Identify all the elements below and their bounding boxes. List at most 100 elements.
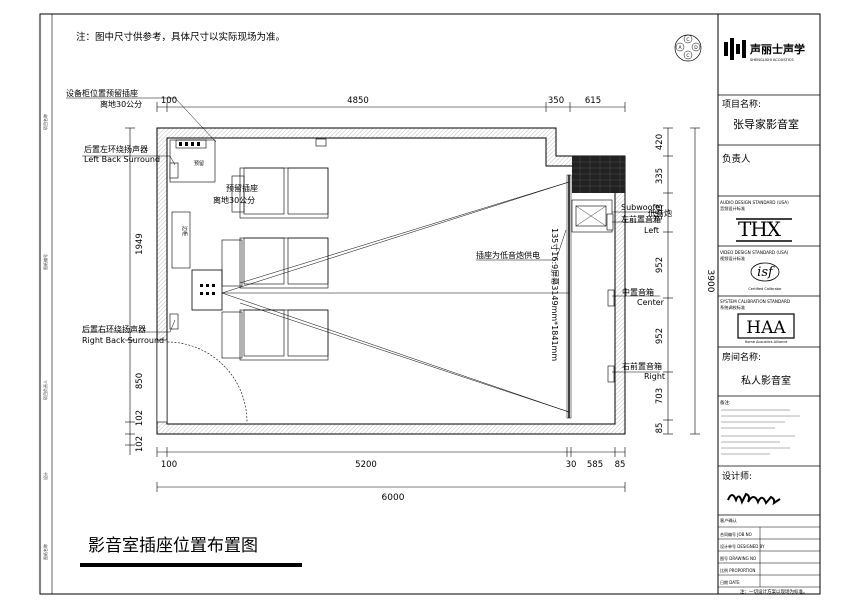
front-left-en: Left xyxy=(644,226,659,235)
room-label: 房间名称: xyxy=(722,351,761,363)
front-right-cn: 右前置音箱 xyxy=(622,361,662,371)
wall-socket xyxy=(315,138,327,147)
video-std-cn: 视频设计标准 xyxy=(720,255,745,262)
row-designed: 设计单号 DESIGNED BY xyxy=(720,543,765,549)
audio-std-en: AUDIO DESIGN STANDARD (USA) xyxy=(720,200,789,205)
client-confirm: 客户确认 xyxy=(720,517,738,524)
front-right-en: Right xyxy=(644,372,665,381)
cal-std-en: SYSTEM CALIBRATION STANDARD xyxy=(720,299,790,304)
company-seal: A D C C xyxy=(674,34,702,62)
subwoofer-cn: 低音炮 xyxy=(648,208,672,218)
note-text: 注：图中尺寸供参考，具体尺寸以实际现场为准。 xyxy=(76,31,285,43)
rear-right-speaker xyxy=(169,313,179,330)
row-job: 合同编号 JOB NO xyxy=(720,531,752,537)
room-value: 私人影音室 xyxy=(741,374,791,387)
screen-label: 135寸16:9屏幕3149mm*1841mm xyxy=(550,228,560,361)
haa-logo: HAA xyxy=(746,318,786,338)
cabinet-tag: 预留 xyxy=(194,160,204,167)
center-cn: 中置音箱 xyxy=(622,287,654,297)
rear-right-en: Right Back Surround xyxy=(82,336,164,345)
haa-sub: Home Acoustics Alliance xyxy=(745,340,788,344)
margin-label: 图纸编号 xyxy=(42,254,48,270)
dim-left-102a: 102 xyxy=(135,410,145,426)
row-proportion: 比例 PROPORTION xyxy=(720,567,755,573)
subwoofer-en: Subwoofer xyxy=(621,203,664,212)
company-logo: 声丽士声学 SHENGLISHI ACOUSTICS xyxy=(724,38,805,62)
dim-bottom-5200: 5200 xyxy=(355,460,377,470)
row-drawing: 图号 DRAWING NO xyxy=(720,555,756,561)
thx-logo: THX xyxy=(738,217,782,241)
title-block: 声丽士声学 SHENGLISHI ACOUSTICS 项目名称: 张导家影音室 … xyxy=(717,14,820,595)
project-label: 项目名称: xyxy=(722,98,761,110)
rear-right-cn: 后置右环绕扬声器 xyxy=(82,324,146,334)
sub-socket-label: 插座为低音炮供电 xyxy=(476,250,540,260)
dim-bottom-100: 100 xyxy=(161,460,177,470)
margin-label: 设计 xyxy=(42,472,48,480)
svg-text:C: C xyxy=(686,37,689,43)
dim-total-6000: 6000 xyxy=(382,493,405,503)
right-dimension xyxy=(663,127,700,435)
drawing-title: 影音室插座位置布置图 xyxy=(88,536,258,556)
isf-logo-ring xyxy=(750,262,780,282)
title-footer: 注：一切设计方案以现场为标准。 xyxy=(740,588,808,595)
dim-left-102b: 102 xyxy=(135,436,145,452)
video-std-en: VIDEO DESIGN STANDARD (USA) xyxy=(720,250,789,255)
door-swing xyxy=(166,341,248,423)
dim-right-952a: 952 xyxy=(655,257,665,273)
project-value: 张导家影音室 xyxy=(733,117,799,131)
equip-cabinet-height: 离地30公分 xyxy=(100,99,142,109)
margin-label: 图纸名称 xyxy=(42,544,48,560)
rear-left-speaker xyxy=(169,162,179,179)
left-dimension xyxy=(125,127,135,455)
left-margin-labels: 项目名称 图纸编号 项目负责人 设计 图纸名称 xyxy=(42,114,48,560)
cal-std-cn: 系统调校标准 xyxy=(720,304,745,311)
row-date: 日期 DATE xyxy=(720,579,740,585)
dim-bottom-30: 30 xyxy=(566,460,577,470)
dim-right-952b: 952 xyxy=(655,328,665,344)
equip-cabinet-label: 设备柜位置预留插座 xyxy=(66,88,138,98)
isf-logo: isf xyxy=(757,265,775,280)
svg-text:C: C xyxy=(686,53,689,59)
side-cabinet-tag: 边柜 xyxy=(181,226,188,236)
svg-text:A: A xyxy=(678,45,682,51)
bottom-dimension xyxy=(156,447,626,492)
dim-right-420: 420 xyxy=(655,134,665,150)
projector xyxy=(191,269,223,311)
dim-top-4850: 4850 xyxy=(347,96,369,106)
margin-label: 项目名称 xyxy=(42,114,48,130)
margin-label: 项目负责人 xyxy=(42,380,48,400)
designer-signature xyxy=(727,492,781,506)
side-cabinet xyxy=(171,211,191,269)
reserve-socket-label: 预留插座 xyxy=(226,183,258,193)
leader-lines xyxy=(66,97,660,373)
dim-left-850: 850 xyxy=(135,373,145,389)
drawing-frame xyxy=(39,13,821,595)
dim-top-350: 350 xyxy=(548,96,564,106)
door-opening xyxy=(156,339,168,423)
dim-left-1949: 1949 xyxy=(135,233,145,255)
seating xyxy=(221,167,329,361)
front-right-speaker xyxy=(607,365,615,383)
title-underline xyxy=(80,563,302,567)
designer-label: 设计师: xyxy=(722,470,752,482)
dim-bottom-585: 585 xyxy=(587,460,603,470)
dim-top-615: 615 xyxy=(585,96,601,106)
company-name: 声丽士声学 xyxy=(749,42,805,56)
dim-bottom-85: 85 xyxy=(615,460,626,470)
owner-label: 负责人 xyxy=(722,153,751,165)
audio-std-cn: 音频设计标准 xyxy=(720,205,745,212)
svg-text:D: D xyxy=(694,45,698,51)
dim-right-85: 85 xyxy=(655,423,665,434)
center-en: Center xyxy=(637,298,665,307)
rear-left-en: Left Back Surround xyxy=(84,155,160,164)
top-dimension xyxy=(156,102,626,112)
sightlines xyxy=(221,181,570,413)
dim-top-100: 100 xyxy=(161,96,177,106)
dim-right-335: 335 xyxy=(655,168,665,184)
rear-left-cn: 后置左环绕扬声器 xyxy=(84,144,148,154)
center-speaker xyxy=(607,289,615,307)
notes-label: 备注: xyxy=(720,399,731,406)
dim-right-3900: 3900 xyxy=(705,270,715,293)
company-subtext: SHENGLISHI ACOUSTICS xyxy=(750,58,794,62)
